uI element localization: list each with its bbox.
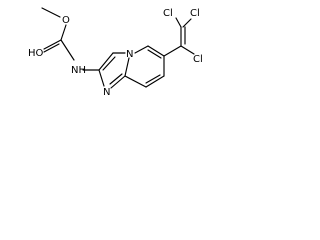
atom-label-n-ring-bottom: N (103, 87, 110, 98)
bond-lines (41, 7, 195, 89)
bond-cterm-cl-left (175, 17, 182, 28)
atom-label-nh: NH (71, 65, 86, 76)
atom-label-cl-right: Cl (193, 54, 203, 65)
bond-n4-c5 (134, 45, 149, 54)
bond-c2-c3-double (102, 56, 116, 71)
molecule-structure-diagram: O HO NH N N Cl Cl Cl (28, 7, 203, 98)
bond-cvinyl-cl-right (180, 45, 195, 55)
bond-methyl-o (41, 7, 61, 18)
atom-label-cl-top-left: Cl (163, 8, 173, 19)
atom-label-ho: HO (28, 48, 44, 59)
bond-carbonyl-nh (60, 39, 75, 61)
bond-c8a-n1-double (109, 73, 123, 85)
atom-label-o-methoxy: O (62, 15, 70, 26)
bond-carbonyl-ho-2 (43, 43, 60, 53)
bond-c5-c6-double (147, 49, 162, 59)
bond-cterm-cl-right (182, 18, 192, 28)
atom-label-cl-top-right: Cl (190, 8, 200, 19)
bond-c7-c8-double (145, 74, 161, 84)
atom-label-n-ring-top: N (126, 49, 133, 60)
bond-n4-c8a (124, 57, 130, 77)
bond-c8a-n1 (110, 75, 126, 89)
bond-c7-c8 (145, 75, 165, 88)
bond-c2-c3 (98, 52, 114, 71)
bond-n1-c2 (98, 69, 105, 87)
atom-labels: O HO NH N N Cl Cl Cl (28, 8, 203, 98)
bond-c5-c6 (147, 45, 165, 57)
bond-carbonyl-ho-1 (43, 39, 62, 50)
bond-o-carbonyl (60, 24, 67, 41)
bond-c6-cvinyl (163, 45, 182, 57)
bond-c8-c8a (124, 75, 147, 88)
